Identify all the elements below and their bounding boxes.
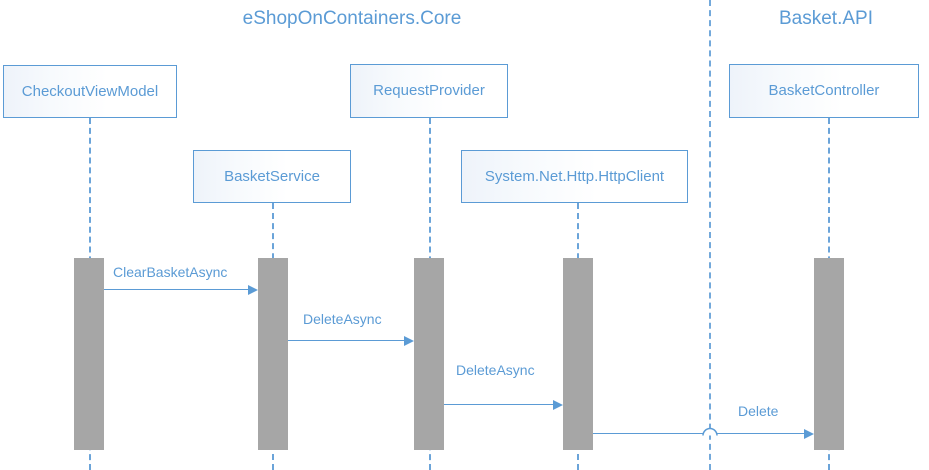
message-line-msg-clear-basket-async — [104, 289, 248, 290]
message-arrowhead-msg-delete — [804, 428, 814, 439]
participant-label-checkout-view-model: CheckoutViewModel — [21, 82, 159, 100]
participant-label-basket-service: BasketService — [224, 167, 320, 185]
message-label-msg-delete: Delete — [738, 403, 779, 419]
participant-label-request-provider: RequestProvider — [373, 82, 485, 99]
message-line-msg-delete-async-2 — [444, 404, 553, 405]
message-label-msg-delete-async-2: DeleteAsync — [456, 362, 535, 378]
activation-bar-http-client[interactable] — [563, 258, 593, 450]
activation-bar-checkout-view-model[interactable] — [74, 258, 104, 450]
participant-checkout-view-model[interactable]: CheckoutViewModel — [3, 65, 177, 118]
message-label-msg-clear-basket-async: ClearBasketAsync — [113, 264, 228, 280]
activation-bar-basket-service[interactable] — [258, 258, 288, 450]
participant-basket-controller[interactable]: BasketController — [729, 64, 919, 118]
message-arrowhead-msg-clear-basket-async — [248, 284, 258, 295]
message-line-msg-delete — [593, 433, 804, 434]
participant-http-client[interactable]: System.Net.Http.HttpClient — [461, 150, 688, 203]
group-title-basket-api: Basket.API — [779, 8, 873, 29]
message-arrowhead-msg-delete-async-2 — [553, 399, 563, 410]
activation-bar-basket-controller[interactable] — [814, 258, 844, 450]
participant-label-http-client: System.Net.Http.HttpClient — [484, 167, 665, 185]
group-title-eshop-core: eShopOnContainers.Core — [242, 8, 462, 29]
participant-label-basket-controller: BasketController — [768, 82, 880, 99]
activation-bar-request-provider[interactable] — [414, 258, 444, 450]
line-jump-msg-delete — [700, 424, 720, 436]
participant-request-provider[interactable]: RequestProvider — [350, 64, 508, 118]
message-arrowhead-msg-delete-async-1 — [404, 335, 414, 346]
message-line-msg-delete-async-1 — [288, 340, 404, 341]
package-divider — [709, 0, 711, 470]
participant-basket-service[interactable]: BasketService — [193, 150, 351, 203]
message-label-msg-delete-async-1: DeleteAsync — [303, 311, 382, 327]
